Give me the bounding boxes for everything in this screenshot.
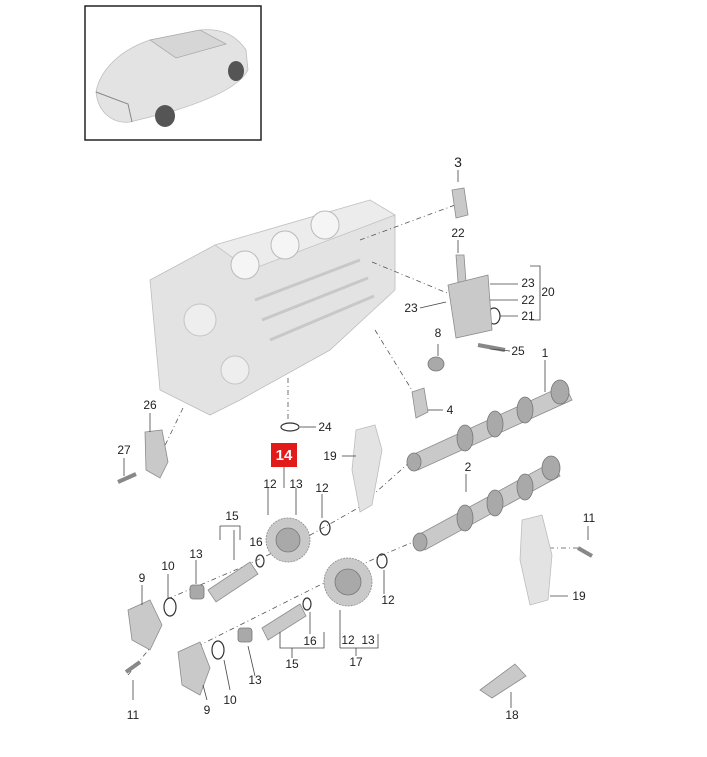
callout-12c[interactable]: 12 — [381, 593, 395, 607]
ring-10b — [211, 640, 225, 660]
callout-9b[interactable]: 9 — [204, 703, 211, 717]
cam-adjuster-14 — [265, 517, 311, 563]
camshaft-2 — [412, 455, 561, 552]
callout-15a[interactable]: 15 — [225, 509, 239, 523]
cam-adjuster-17 — [323, 557, 373, 607]
callout-16a[interactable]: 16 — [249, 535, 263, 549]
callout-22a[interactable]: 22 — [451, 226, 465, 240]
callout-22b[interactable]: 22 — [521, 293, 535, 307]
solenoid-9b — [177, 641, 211, 696]
car-body-icon — [95, 29, 249, 123]
callout-20[interactable]: 20 — [541, 285, 555, 299]
callout-25[interactable]: 25 — [511, 344, 525, 358]
callout-numbers: 3 22 23 20 22 21 23 8 25 1 4 24 26 27 19… — [117, 154, 595, 722]
part-8 — [427, 356, 445, 372]
callout-3[interactable]: 3 — [454, 154, 462, 170]
callout-12a[interactable]: 12 — [263, 477, 277, 491]
callout-11b[interactable]: 11 — [127, 708, 140, 722]
control-valve-15a — [207, 561, 259, 603]
seal-ring-12b — [376, 553, 388, 569]
callout-21[interactable]: 21 — [521, 309, 535, 323]
part-20-assembly — [447, 274, 493, 339]
camshaft-1 — [406, 379, 573, 472]
seal-ring-12a — [319, 520, 331, 536]
callout-9a[interactable]: 9 — [139, 571, 146, 585]
callout-1[interactable]: 1 — [542, 346, 549, 360]
callout-19b[interactable]: 19 — [572, 589, 586, 603]
callout-26[interactable]: 26 — [143, 398, 157, 412]
part-22-upper — [455, 254, 467, 283]
callout-27[interactable]: 27 — [117, 443, 131, 457]
bolt-27 — [117, 472, 137, 484]
callout-18[interactable]: 18 — [505, 708, 519, 722]
callout-10b[interactable]: 10 — [223, 693, 237, 707]
callout-16b[interactable]: 16 — [303, 634, 317, 648]
callout-4[interactable]: 4 — [447, 403, 454, 417]
tube-18 — [479, 663, 527, 699]
bolt-11a — [124, 660, 142, 674]
callout-15b[interactable]: 15 — [285, 657, 299, 671]
cap-13a — [189, 584, 205, 600]
callout-13a[interactable]: 13 — [289, 477, 303, 491]
control-valve-15b — [261, 603, 307, 641]
callout-23a[interactable]: 23 — [521, 276, 535, 290]
solenoid-9a — [127, 599, 163, 651]
bracket-19-upper — [351, 424, 383, 513]
bolt-11b — [577, 546, 593, 558]
callout-12d[interactable]: 12 — [341, 633, 355, 647]
callout-19a[interactable]: 19 — [323, 449, 337, 463]
callout-13d[interactable]: 13 — [248, 673, 262, 687]
ring-10a — [163, 597, 177, 617]
callout-17[interactable]: 17 — [349, 655, 363, 669]
cylinder-head — [149, 199, 396, 416]
seal-ring-16b — [302, 597, 312, 611]
callout-23b[interactable]: 23 — [404, 301, 418, 315]
wheel-icon — [155, 105, 175, 127]
seal-ring-16a — [255, 554, 265, 568]
callout-14-label: 14 — [276, 447, 293, 464]
callout-13c[interactable]: 13 — [361, 633, 375, 647]
callout-8[interactable]: 8 — [435, 326, 442, 340]
seal-ring-24 — [280, 422, 300, 432]
part-3 — [451, 187, 469, 219]
bolt-25 — [477, 343, 506, 352]
callout-2[interactable]: 2 — [465, 460, 472, 474]
callout-24[interactable]: 24 — [318, 420, 332, 434]
callout-11a[interactable]: 11 — [583, 511, 596, 525]
highlight-callout-14[interactable]: 14 — [271, 443, 297, 467]
wheel-icon — [228, 61, 244, 81]
callout-13b[interactable]: 13 — [189, 547, 203, 561]
vehicle-thumbnail — [84, 5, 262, 141]
sensor-26 — [144, 429, 169, 479]
cap-13b — [237, 627, 253, 643]
bracket-19-lower — [519, 514, 553, 606]
leader-lines — [123, 170, 589, 708]
part-4 — [411, 387, 429, 419]
callout-12b[interactable]: 12 — [315, 481, 329, 495]
callout-10a[interactable]: 10 — [161, 559, 175, 573]
